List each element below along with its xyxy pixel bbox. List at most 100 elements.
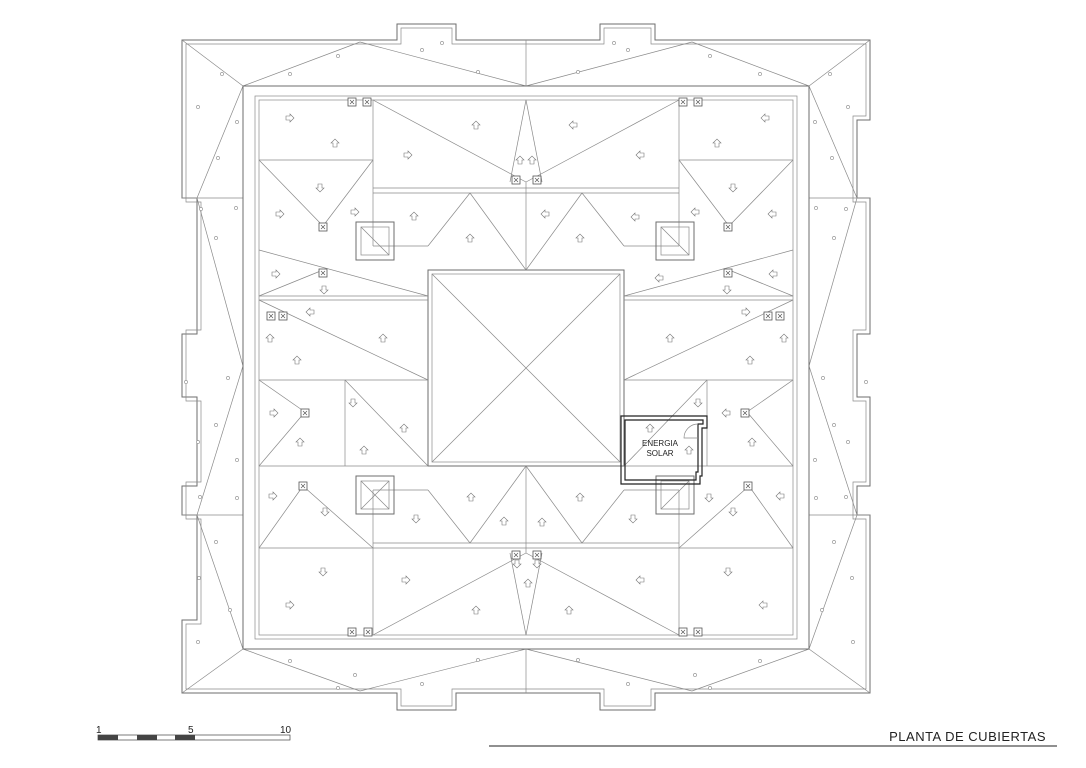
eave-marker	[214, 540, 218, 544]
slope-arrow	[635, 575, 645, 585]
slope-arrow	[628, 514, 638, 524]
scale-label-5: 5	[188, 725, 194, 736]
slope-arrow	[320, 507, 330, 517]
eave-marker	[196, 640, 200, 644]
slope-arrow	[728, 507, 738, 517]
slope-arrow	[401, 575, 411, 585]
parapet-walls	[242, 85, 810, 650]
title-block: PLANTA DE CUBIERTAS	[489, 729, 1057, 747]
slope-arrow	[403, 150, 413, 160]
roof-drain-mark	[513, 552, 519, 558]
slope-arrow	[399, 423, 409, 433]
eave-marker	[228, 608, 232, 612]
drawing-title: PLANTA DE CUBIERTAS	[889, 729, 1046, 744]
eave-marker	[828, 72, 832, 76]
eave-marker	[235, 496, 239, 500]
slope-arrow	[269, 408, 279, 418]
solar-energy-room: ENERGIA SOLAR	[620, 415, 708, 485]
eave-marker	[612, 41, 616, 45]
eave-marker	[476, 658, 480, 662]
eave-marker	[234, 206, 238, 210]
eave-marker	[288, 659, 292, 663]
roof-drain-mark	[695, 99, 701, 105]
eave-marker	[440, 41, 444, 45]
slope-arrow	[635, 150, 645, 160]
eave-marker	[758, 72, 762, 76]
slope-arrow	[499, 516, 509, 526]
eave-marker	[813, 120, 817, 124]
roof-drain-mark	[365, 629, 371, 635]
eave-marker	[832, 423, 836, 427]
eave-marker	[220, 72, 224, 76]
eave-marker	[197, 576, 201, 580]
eave-marker	[476, 70, 480, 74]
slope-arrow	[268, 491, 278, 501]
slope-arrow	[532, 559, 542, 569]
roof-drain-mark	[695, 629, 701, 635]
slope-arrow	[285, 600, 295, 610]
roof-drain-mark	[320, 224, 326, 230]
eave-marker	[576, 70, 580, 74]
slope-arrow	[305, 307, 315, 317]
roof-drain-mark	[534, 177, 540, 183]
scale-label-1: 1	[96, 725, 102, 736]
slope-arrow	[330, 138, 340, 148]
slope-arrow	[527, 155, 537, 165]
eave-marker	[832, 540, 836, 544]
eave-marker	[626, 682, 630, 686]
slope-arrow	[690, 207, 700, 217]
slope-arrow	[760, 113, 770, 123]
eave-marker	[353, 673, 357, 677]
eave-marker	[846, 105, 850, 109]
slope-arrow	[409, 211, 419, 221]
slope-arrow	[575, 492, 585, 502]
eave-marker	[420, 682, 424, 686]
eave-marker	[226, 376, 230, 380]
slope-arrow	[359, 445, 369, 455]
slope-arrow	[348, 398, 358, 408]
slope-arrow	[523, 578, 533, 588]
roof-drain-mark	[725, 224, 731, 230]
slope-arrow	[767, 209, 777, 219]
eave-marker	[708, 54, 712, 58]
room-label-line2: SOLAR	[646, 449, 673, 458]
slope-arrow	[723, 567, 733, 577]
roof-drain-mark	[268, 313, 274, 319]
eave-marker	[693, 673, 697, 677]
slope-arrow	[758, 600, 768, 610]
roof-drain-mark	[302, 410, 308, 416]
slope-arrow	[704, 493, 714, 503]
slope-arrow	[378, 333, 388, 343]
scale-label-10: 10	[280, 725, 292, 736]
eave-marker	[576, 658, 580, 662]
slope-arrow	[722, 285, 732, 295]
eave-marker	[844, 207, 848, 211]
slope-arrow	[575, 233, 585, 243]
slope-arrow	[630, 212, 640, 222]
slope-arrow	[512, 559, 522, 569]
eave-marker	[420, 48, 424, 52]
slope-arrow	[471, 605, 481, 615]
eave-marker	[851, 640, 855, 644]
slope-arrow	[265, 333, 275, 343]
eave-marker	[758, 659, 762, 663]
roof-drain-mark	[777, 313, 783, 319]
slope-arrow	[645, 423, 655, 433]
slope-arrow	[728, 183, 738, 193]
slope-arrow	[654, 273, 664, 283]
eave-marker	[820, 608, 824, 612]
room-label-line1: ENERGIA	[642, 439, 679, 448]
eave-marker	[214, 236, 218, 240]
slope-arrow	[318, 567, 328, 577]
slope-arrow	[350, 207, 360, 217]
roof-drain-mark	[364, 99, 370, 105]
slope-arrow	[768, 269, 778, 279]
slope-arrow	[275, 209, 285, 219]
roof-drain-mark	[742, 410, 748, 416]
slope-arrow	[747, 437, 757, 447]
roof-drain-mark	[680, 99, 686, 105]
eave-marker	[814, 206, 818, 210]
slope-arrow	[540, 209, 550, 219]
slope-arrow	[515, 155, 525, 165]
